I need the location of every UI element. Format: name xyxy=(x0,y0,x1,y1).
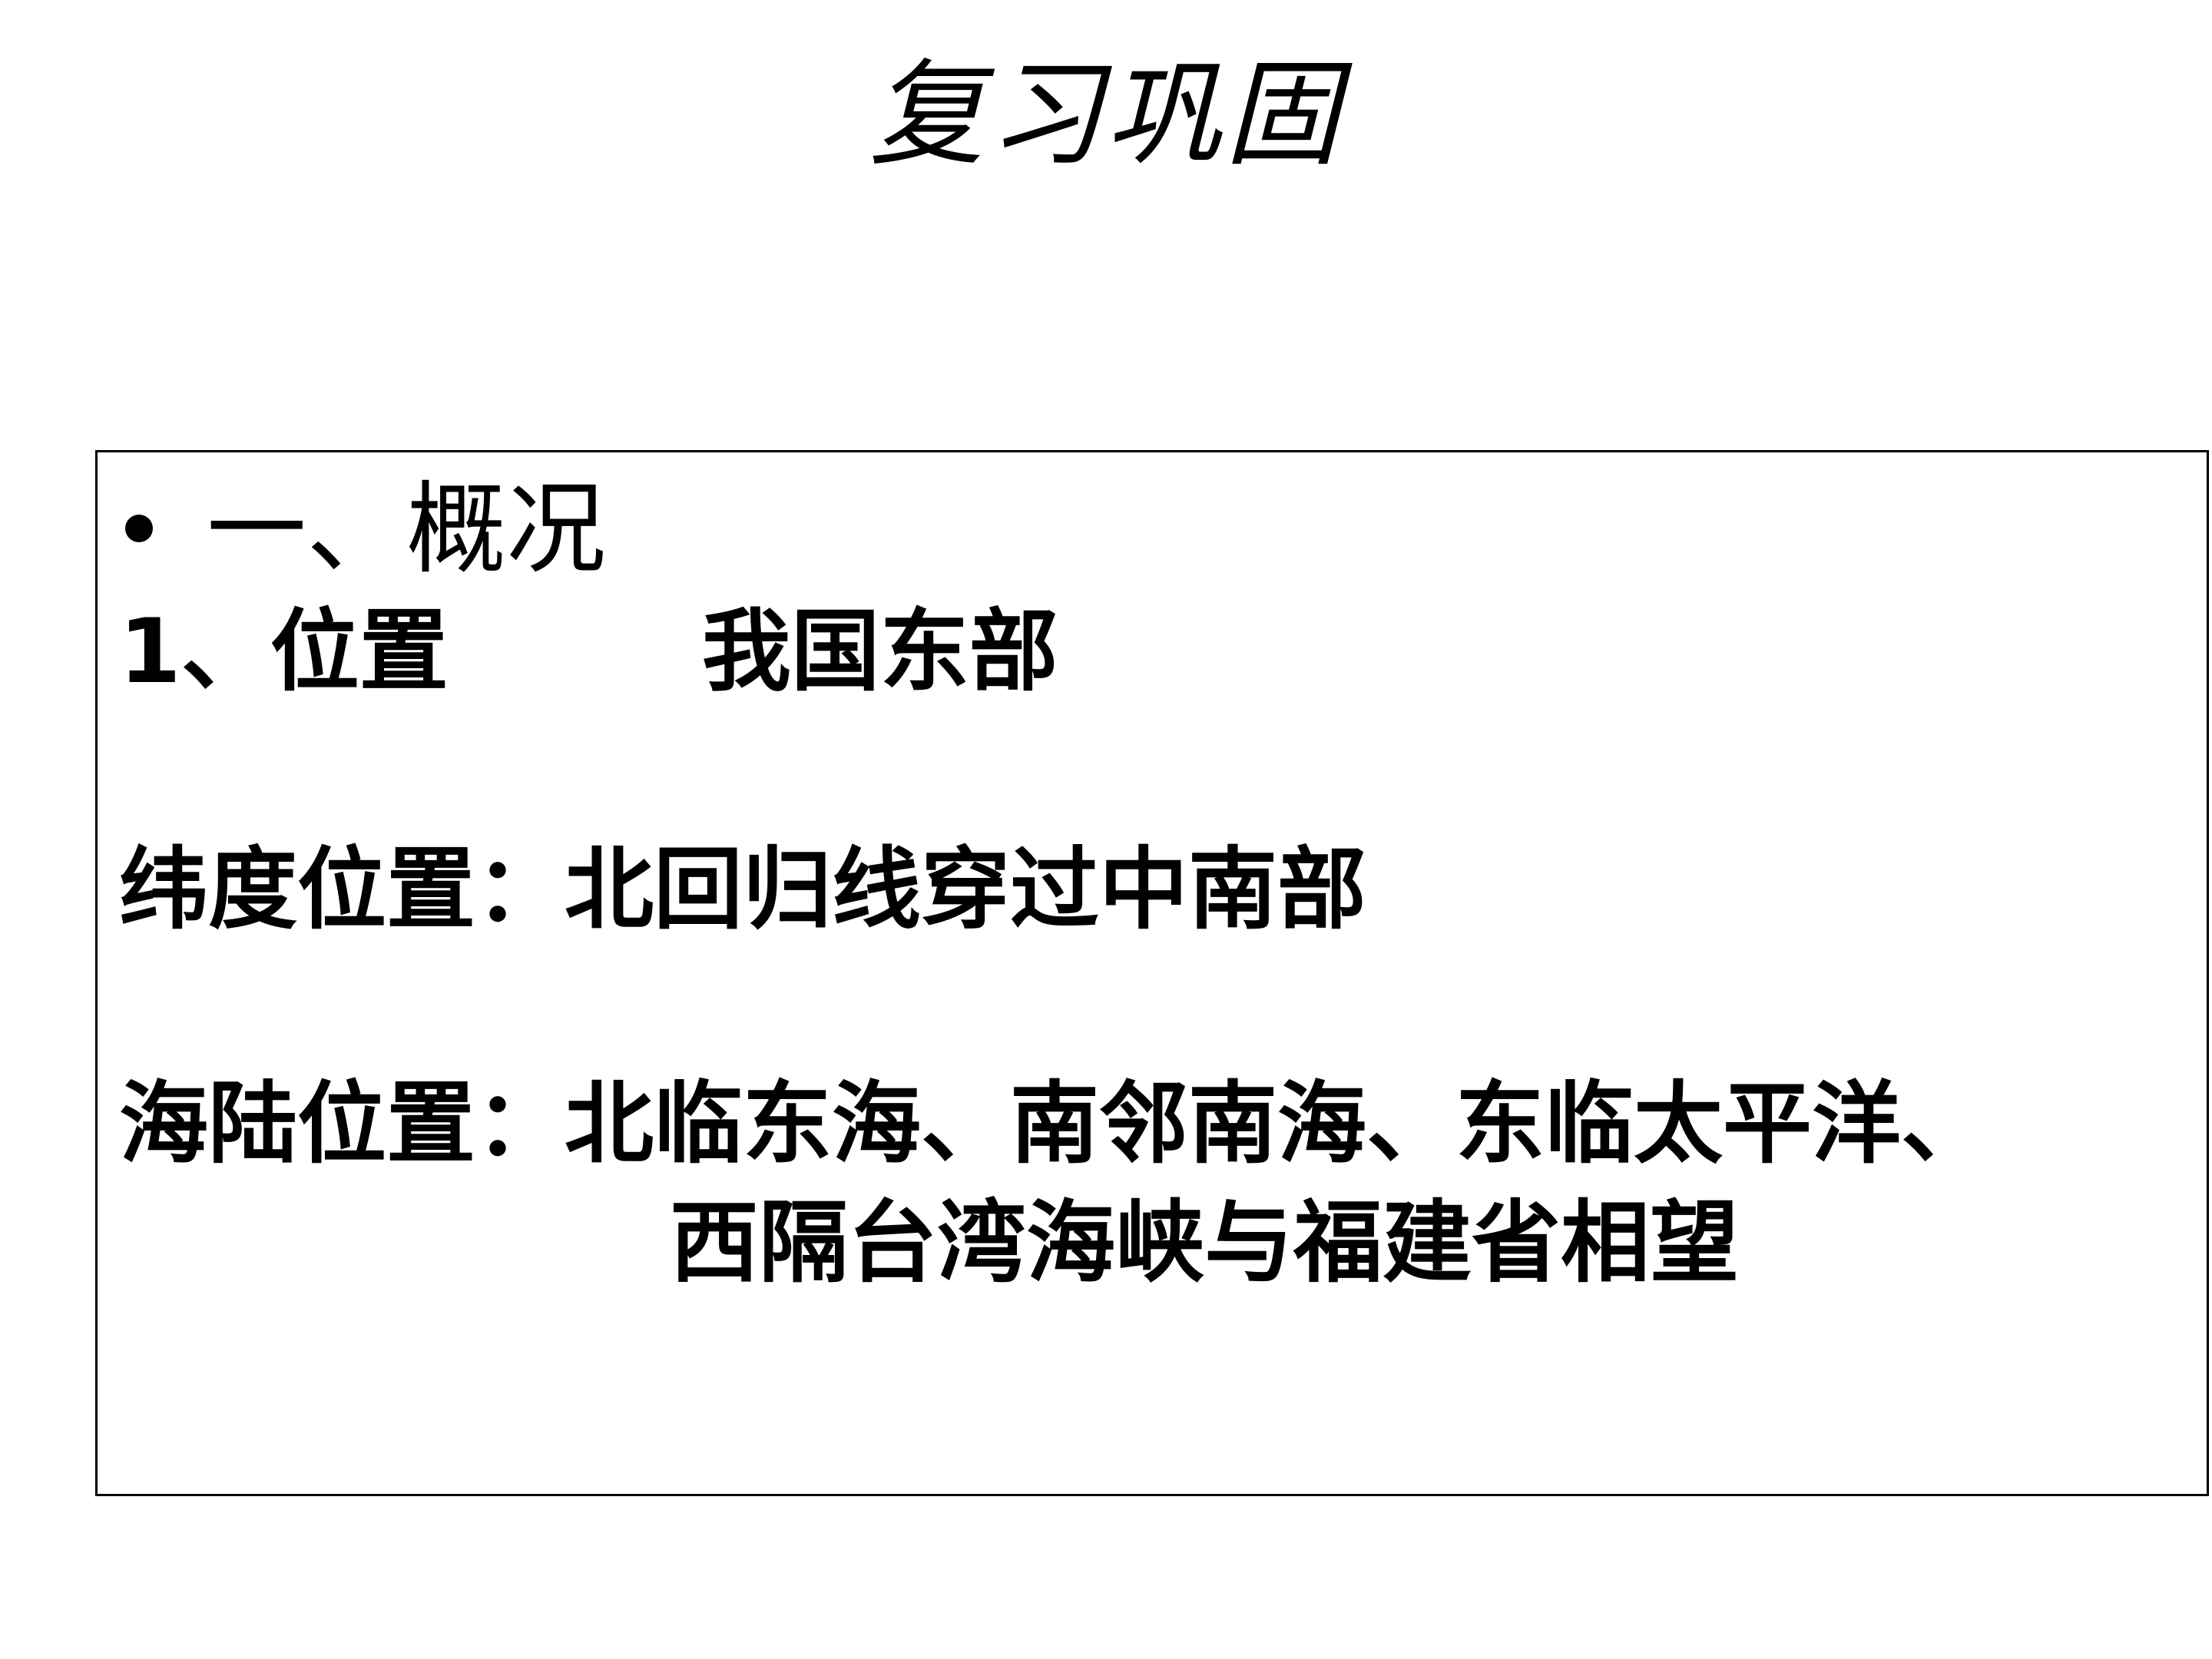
sea-land-value-2: 西隔台湾海峡与福建省相望 xyxy=(670,1191,1739,1295)
sea-land-label: 海陆位置： xyxy=(119,1072,565,1176)
sea-land-value-1: 北临东海、南邻南海、东临太平洋、 xyxy=(565,1072,1990,1176)
bullet-dot-icon xyxy=(125,515,153,543)
sea-land-line-1: 海陆位置：北临东海、南邻南海、东临太平洋、 xyxy=(119,1071,1990,1178)
latitude-line: 纬度位置：北回归线穿过中南部 xyxy=(119,836,1366,944)
content-box: 一、概况 1、位置 我国东部 纬度位置：北回归线穿过中南部 海陆位置：北临东海、南… xyxy=(95,450,2209,1496)
slide-title: 复习巩固 xyxy=(869,48,1343,182)
latitude-label: 纬度位置： xyxy=(119,838,565,942)
position-line: 1、位置 我国东部 xyxy=(119,598,1058,706)
latitude-value: 北回归线穿过中南部 xyxy=(565,838,1366,942)
section-heading-text: 一、概况 xyxy=(207,471,607,588)
position-value: 我国东部 xyxy=(701,600,1058,704)
position-label: 1、位置 xyxy=(119,600,449,704)
sea-land-line-2: 西隔台湾海峡与福建省相望 xyxy=(670,1190,1739,1297)
section-heading: 一、概况 xyxy=(125,468,606,591)
